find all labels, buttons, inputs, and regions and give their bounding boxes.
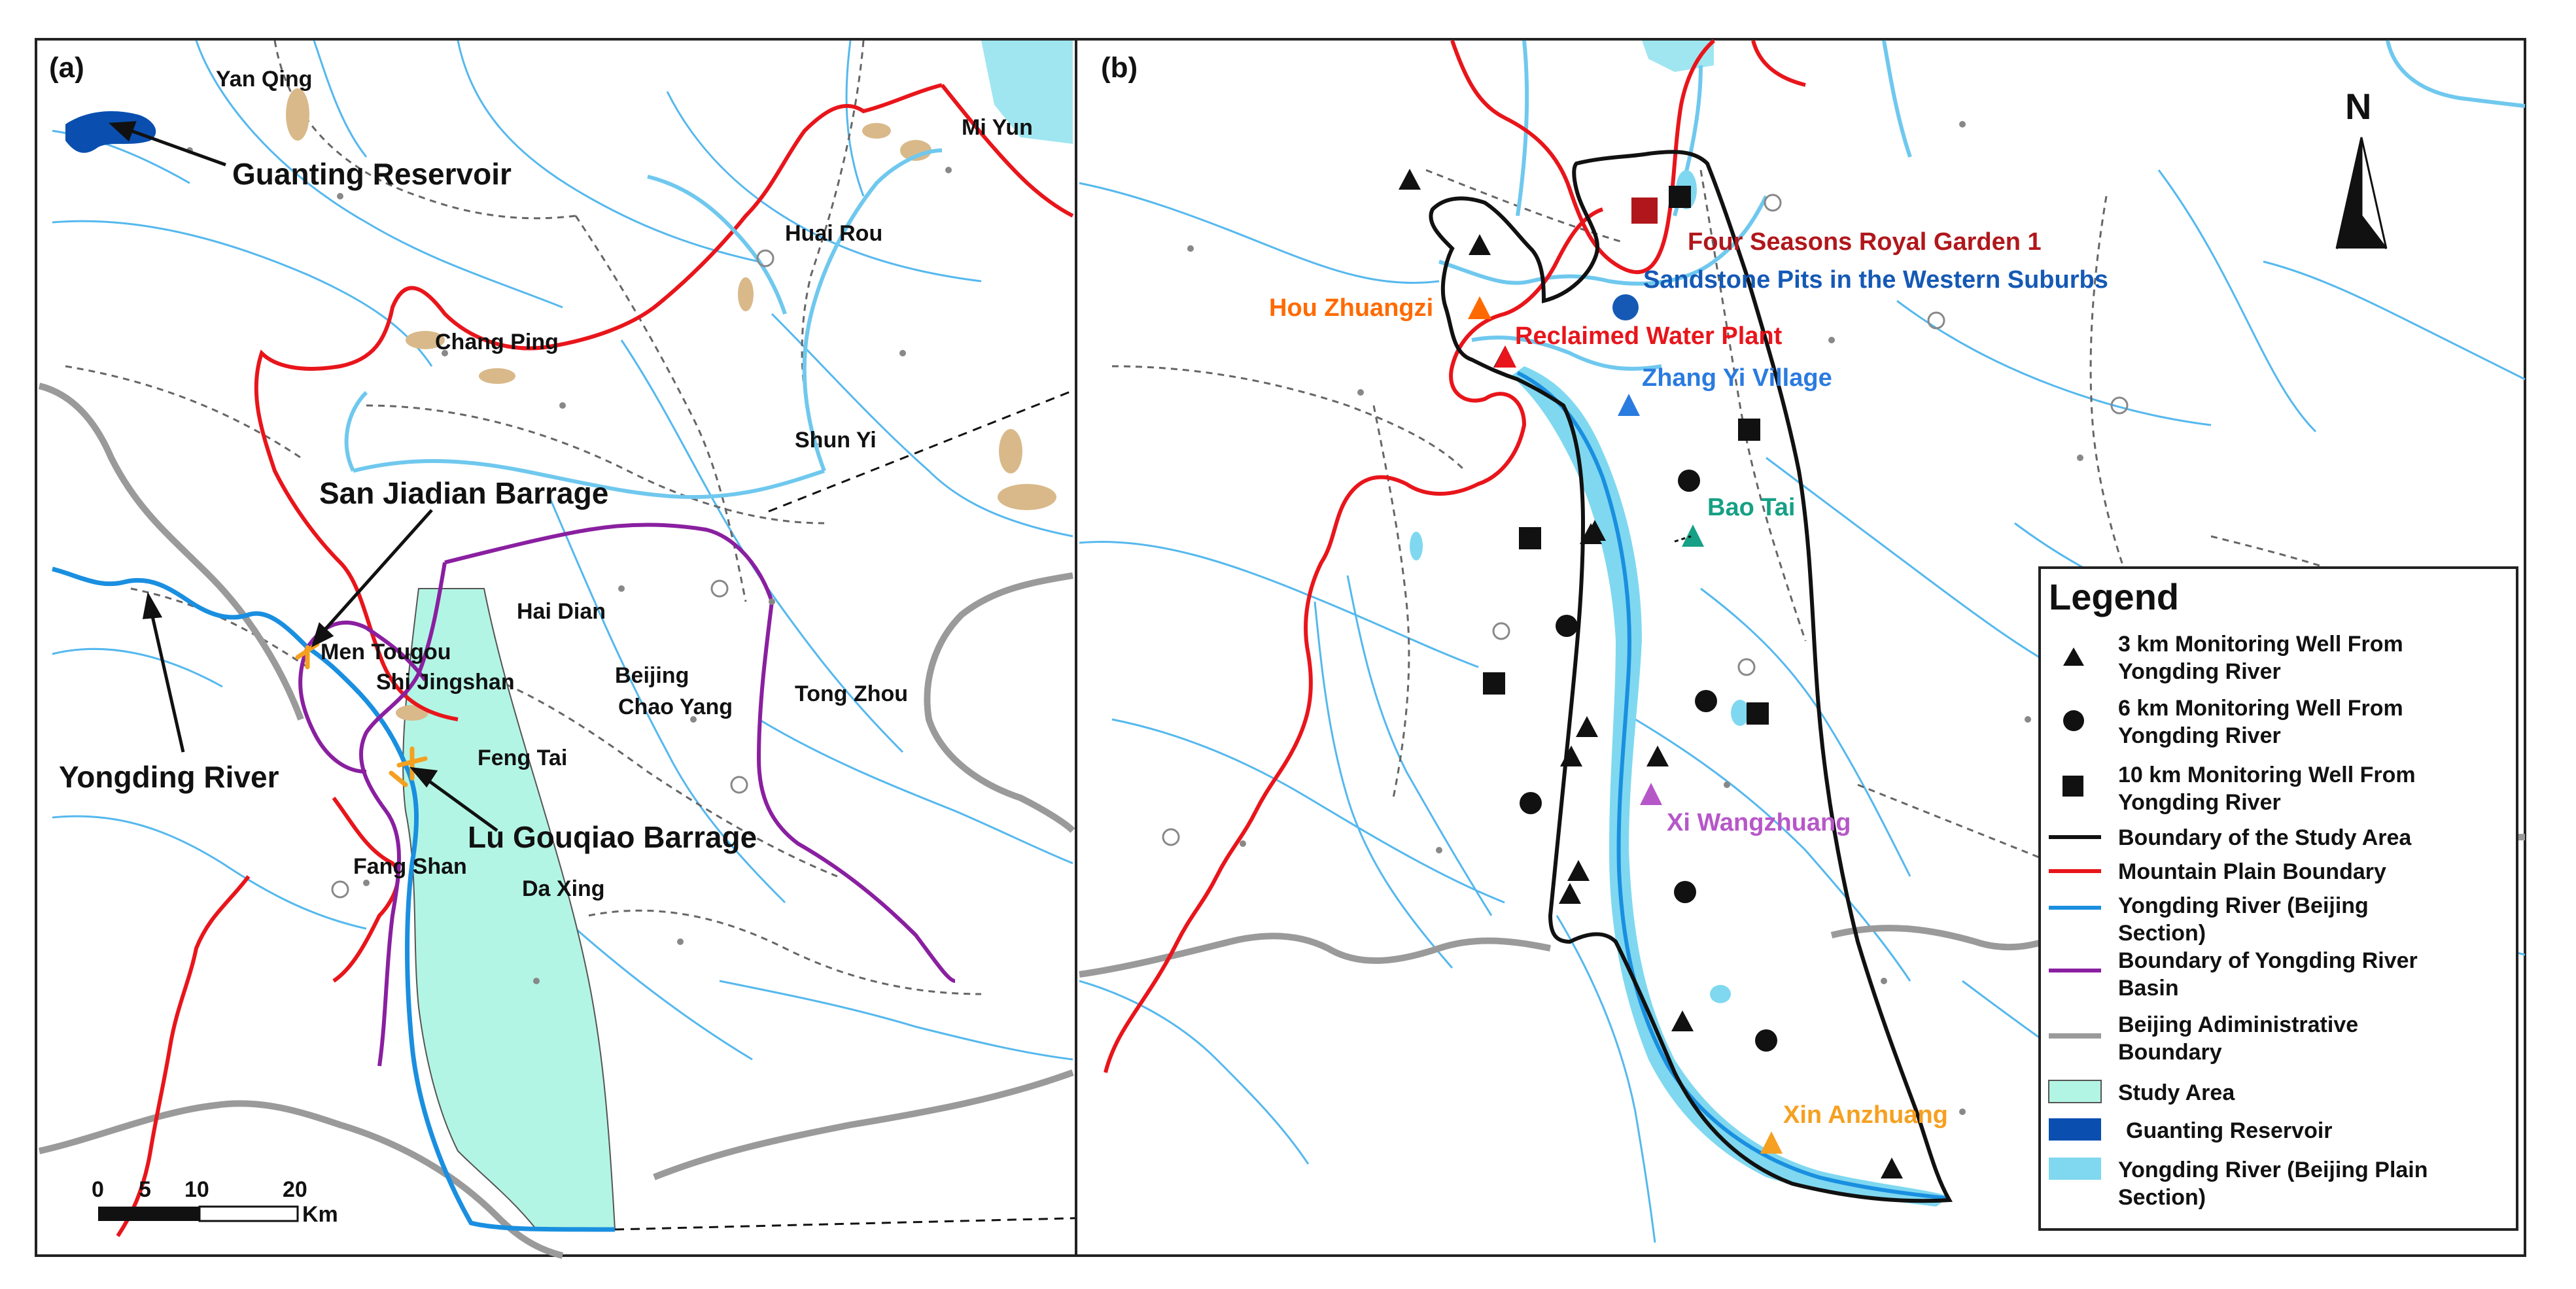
city-feng-tai: Feng Tai — [478, 746, 567, 770]
label-xi-wangzhuang: Xi Wangzhuang — [1667, 809, 1851, 836]
legend-item-yongding-line1: Yongding River (Beijing — [2118, 893, 2369, 918]
xin-anzhuang-marker — [1760, 1131, 1783, 1154]
city-shi-jingshan: Shi Jingshan — [376, 670, 515, 695]
panel-b-label: (b) — [1101, 52, 1138, 84]
callout-lu-gouqiao-barrage: Lu Gouqiao Barrage — [468, 820, 757, 854]
legend-item-3km-line1: 3 km Monitoring Well From — [2118, 632, 2403, 657]
legend-item-yongding-line2: Section) — [2118, 921, 2206, 946]
scale-tick-10: 10 — [184, 1177, 209, 1202]
callout-guanting-reservoir: Guanting Reservoir — [232, 157, 512, 191]
label-zhang-yi-village: Zhang Yi Village — [1642, 364, 1832, 392]
tributaries — [52, 40, 1073, 1061]
callout-san-jiadian-barrage: San Jiadian Barrage — [319, 476, 608, 510]
legend-item-study-area: Study Area — [2118, 1080, 2235, 1105]
district-centres-b — [1162, 194, 2129, 846]
legend-item-reservoir: Guanting Reservoir — [2126, 1118, 2333, 1143]
yongding-river-b — [1516, 371, 1947, 1200]
label-xin-anzhuang: Xin Anzhuang — [1783, 1101, 1948, 1129]
scale-tick-5: 5 — [139, 1177, 151, 1202]
yongding-river-a — [52, 566, 616, 1232]
north-label: N — [2345, 86, 2371, 127]
bao-tai-marker — [1682, 524, 1704, 547]
legend-title: Legend — [2049, 576, 2179, 617]
wells-6km — [1520, 470, 1777, 1052]
river-network-b — [1438, 40, 2526, 371]
four-seasons-marker — [1631, 198, 1658, 224]
xi-wangzhuang-marker — [1640, 783, 1662, 805]
study-area-swatch-icon — [2048, 1080, 2102, 1103]
panel-b: (b) Four Seasons Royal Garden 1 Sandston… — [1075, 38, 2526, 1257]
square-icon — [2063, 776, 2083, 797]
legend-item-basin-line2: Basin — [2118, 976, 2179, 1001]
city-shun-yi: Shun Yi — [795, 428, 877, 453]
label-hou-zhuangzi: Hou Zhuangzi — [1269, 294, 1433, 322]
district-centres-a — [331, 249, 775, 899]
city-hai-dian: Hai Dian — [517, 599, 606, 624]
scale-bar: 0 5 10 20 Km — [92, 1177, 338, 1227]
north-arrow: N — [2335, 86, 2388, 250]
plain-river-b — [1511, 366, 1949, 1207]
reservoir-swatch-icon — [2049, 1118, 2101, 1141]
town-markers-a — [186, 147, 952, 984]
scale-tick-20: 20 — [283, 1177, 307, 1202]
callout-yongding-river: Yongding River — [59, 760, 279, 794]
label-four-seasons: Four Seasons Royal Garden 1 — [1688, 228, 2042, 256]
reclaimed-water-marker — [1494, 345, 1516, 368]
study-area-a — [402, 588, 616, 1230]
legend-item-basin-line1: Boundary of Yongding River — [2118, 948, 2418, 973]
legend-item-10km-line2: Yongding River — [2118, 790, 2281, 815]
plain-river-swatch-icon — [2049, 1158, 2101, 1180]
admin-boundary-a — [38, 383, 1075, 1259]
city-fang-shan: Fang Shan — [353, 854, 467, 879]
callout-arrows — [108, 121, 498, 833]
wells-10km — [1483, 186, 1769, 725]
label-reclaimed-water-plant: Reclaimed Water Plant — [1515, 322, 1783, 350]
mountain-plain-boundary-b — [1450, 39, 1716, 274]
triangle-icon — [2063, 647, 2084, 666]
sandstone-pits-marker — [1612, 294, 1639, 320]
river-network-a — [344, 148, 943, 500]
city-mi-yun: Mi Yun — [962, 115, 1033, 140]
city-chang-ping: Chang Ping — [435, 330, 559, 354]
city-da-xing: Da Xing — [522, 876, 605, 901]
legend-item-mountain-plain: Mountain Plain Boundary — [2118, 859, 2386, 884]
legend-item-plain-river-line2: Section) — [2118, 1185, 2206, 1210]
panel-a: (a) Yan Qing Mi Yun Huai Rou Chang Ping … — [35, 38, 1947, 1259]
legend-item-6km-line1: 6 km Monitoring Well From — [2118, 696, 2403, 721]
city-tong-zhou: Tong Zhou — [795, 681, 908, 706]
hou-zhuangzi-marker — [1468, 296, 1491, 319]
city-men-tougou: Men Tougou — [321, 640, 451, 664]
zhang-yi-marker — [1618, 394, 1640, 416]
label-sandstone-pits: Sandstone Pits in the Western Suburbs — [1643, 266, 2108, 294]
city-huai-rou: Huai Rou — [785, 221, 882, 246]
legend-item-10km-line1: 10 km Monitoring Well From — [2118, 763, 2416, 787]
legend-item-6km-line2: Yongding River — [2118, 723, 2281, 748]
label-bao-tai: Bao Tai — [1707, 494, 1795, 521]
tan-lakes — [286, 88, 1056, 721]
legend-item-admin-line2: Boundary — [2118, 1040, 2222, 1065]
scale-tick-0: 0 — [92, 1177, 104, 1202]
sea-area — [981, 41, 1073, 144]
study-area-boundary — [1429, 150, 1953, 1203]
scale-unit: Km — [302, 1202, 338, 1227]
legend: Legend 3 km Monitoring Well From Yongdin… — [2038, 566, 2518, 1231]
town-markers-b — [1187, 121, 2083, 1115]
yongding-basin-boundary — [359, 523, 956, 1067]
barrage-markers — [295, 642, 428, 787]
circle-icon — [2063, 710, 2084, 731]
legend-item-admin-line1: Beijing Adiministrative — [2118, 1012, 2358, 1037]
panel-a-label: (a) — [49, 52, 84, 84]
mountain-plain-boundary-a — [254, 83, 943, 721]
city-beijing: Beijing — [615, 663, 689, 688]
legend-item-3km-line2: Yongding River — [2118, 659, 2281, 684]
legend-item-study-boundary: Boundary of the Study Area — [2118, 825, 2412, 850]
city-chao-yang: Chao Yang — [618, 695, 733, 719]
city-yan-qing: Yan Qing — [216, 67, 312, 92]
legend-item-plain-river-line1: Yongding River (Beijing Plain — [2118, 1158, 2428, 1182]
